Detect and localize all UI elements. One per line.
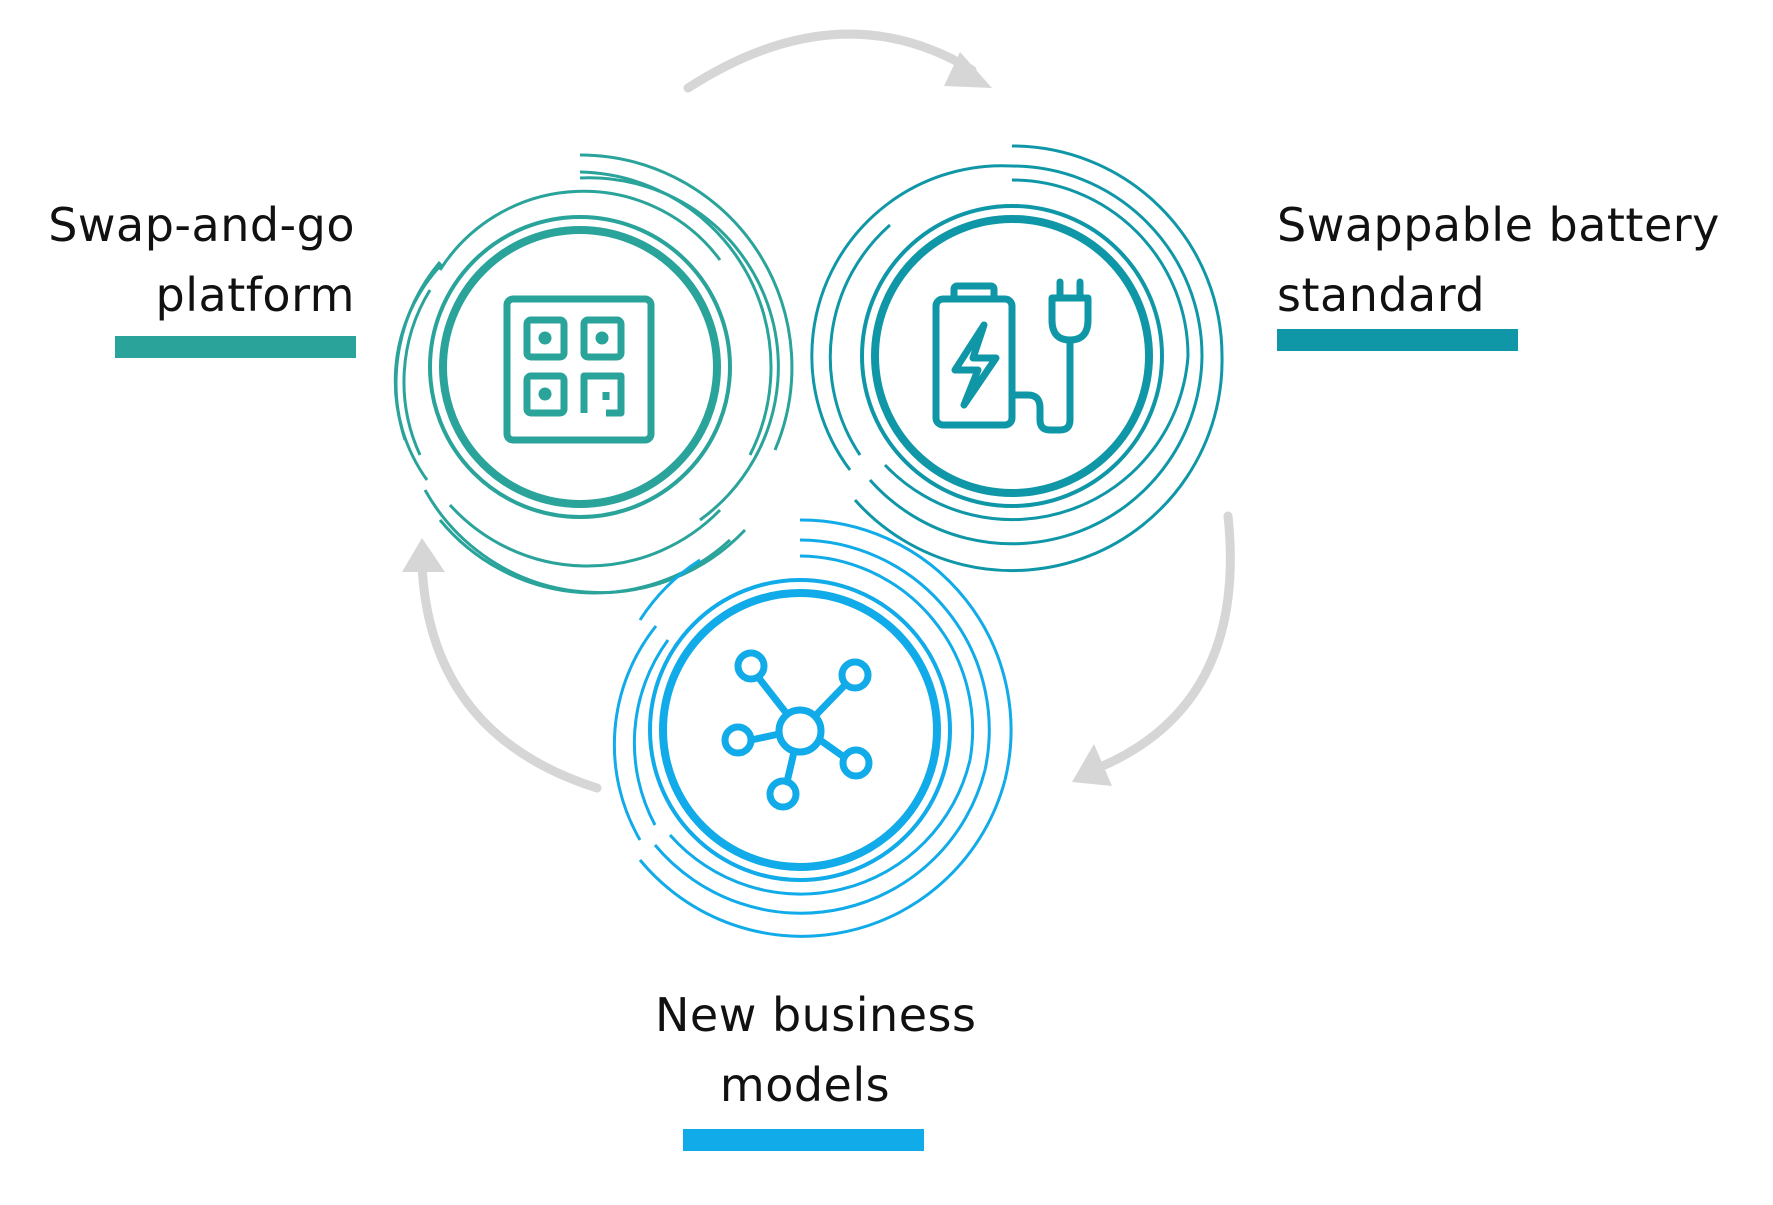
- qr-code-icon: [503, 295, 655, 444]
- right-arrow: [1093, 511, 1235, 773]
- node-swap-and-go: [393, 153, 794, 595]
- node-arc: [868, 355, 1204, 546]
- underline-swap-and-go: [115, 336, 356, 358]
- node-arc: [883, 355, 1190, 522]
- left-arrow-head: [402, 538, 445, 572]
- left-arrow: [417, 560, 602, 793]
- node-arc: [632, 639, 670, 826]
- label-line: standard: [1277, 268, 1486, 322]
- label-line: platform: [155, 268, 355, 322]
- node-arc: [579, 176, 780, 522]
- node-arc: [394, 261, 442, 441]
- node-arc: [653, 769, 987, 915]
- node-arc: [799, 538, 991, 771]
- node-arc: [438, 189, 722, 271]
- node-arc: [402, 289, 432, 456]
- node-arc: [579, 153, 794, 451]
- node-arc: [612, 625, 658, 841]
- node-arc: [579, 170, 773, 456]
- underline-swappable-battery: [1277, 329, 1518, 351]
- node-arc: [668, 759, 972, 896]
- node-inner-ring: [659, 589, 941, 871]
- node-ring: [648, 578, 952, 882]
- node-ring: [860, 204, 1164, 508]
- right-arrow-head: [1072, 744, 1112, 786]
- node-arc: [853, 355, 1224, 573]
- label-swappable-battery: Swappable battery standard: [1277, 190, 1720, 330]
- battery-charging-icon: [932, 278, 1092, 434]
- label-swap-and-go: Swap-and-go platform: [48, 190, 355, 330]
- node-arc: [799, 518, 1013, 781]
- underline-new-business-models: [683, 1129, 924, 1151]
- cycle-arrows: [402, 29, 1235, 793]
- node-arc: [638, 558, 701, 621]
- network-hub-icon: [721, 649, 873, 811]
- node-arc: [1011, 144, 1224, 357]
- node-arc: [1011, 178, 1190, 357]
- node-ring: [428, 215, 732, 519]
- top-arrow: [683, 29, 977, 93]
- top-arrow-head: [944, 52, 992, 88]
- node-arc: [879, 164, 1013, 212]
- node-inner-ring: [871, 215, 1153, 497]
- node-arc: [828, 223, 891, 456]
- label-line: models: [719, 1058, 891, 1112]
- node-arc: [810, 208, 881, 471]
- node-swappable-battery: [810, 144, 1224, 573]
- node-inner-ring: [439, 226, 721, 508]
- node-arc: [448, 503, 722, 568]
- node-new-business-models: [612, 518, 1013, 938]
- node-arc: [423, 489, 747, 595]
- label-new-business-models: New business models: [655, 980, 977, 1120]
- label-line: Swappable battery: [1277, 198, 1720, 252]
- node-arc: [638, 779, 1007, 938]
- label-line: Swap-and-go: [48, 198, 355, 252]
- node-arc: [799, 554, 975, 761]
- label-line: New business: [655, 988, 977, 1042]
- node-arc: [1011, 164, 1204, 357]
